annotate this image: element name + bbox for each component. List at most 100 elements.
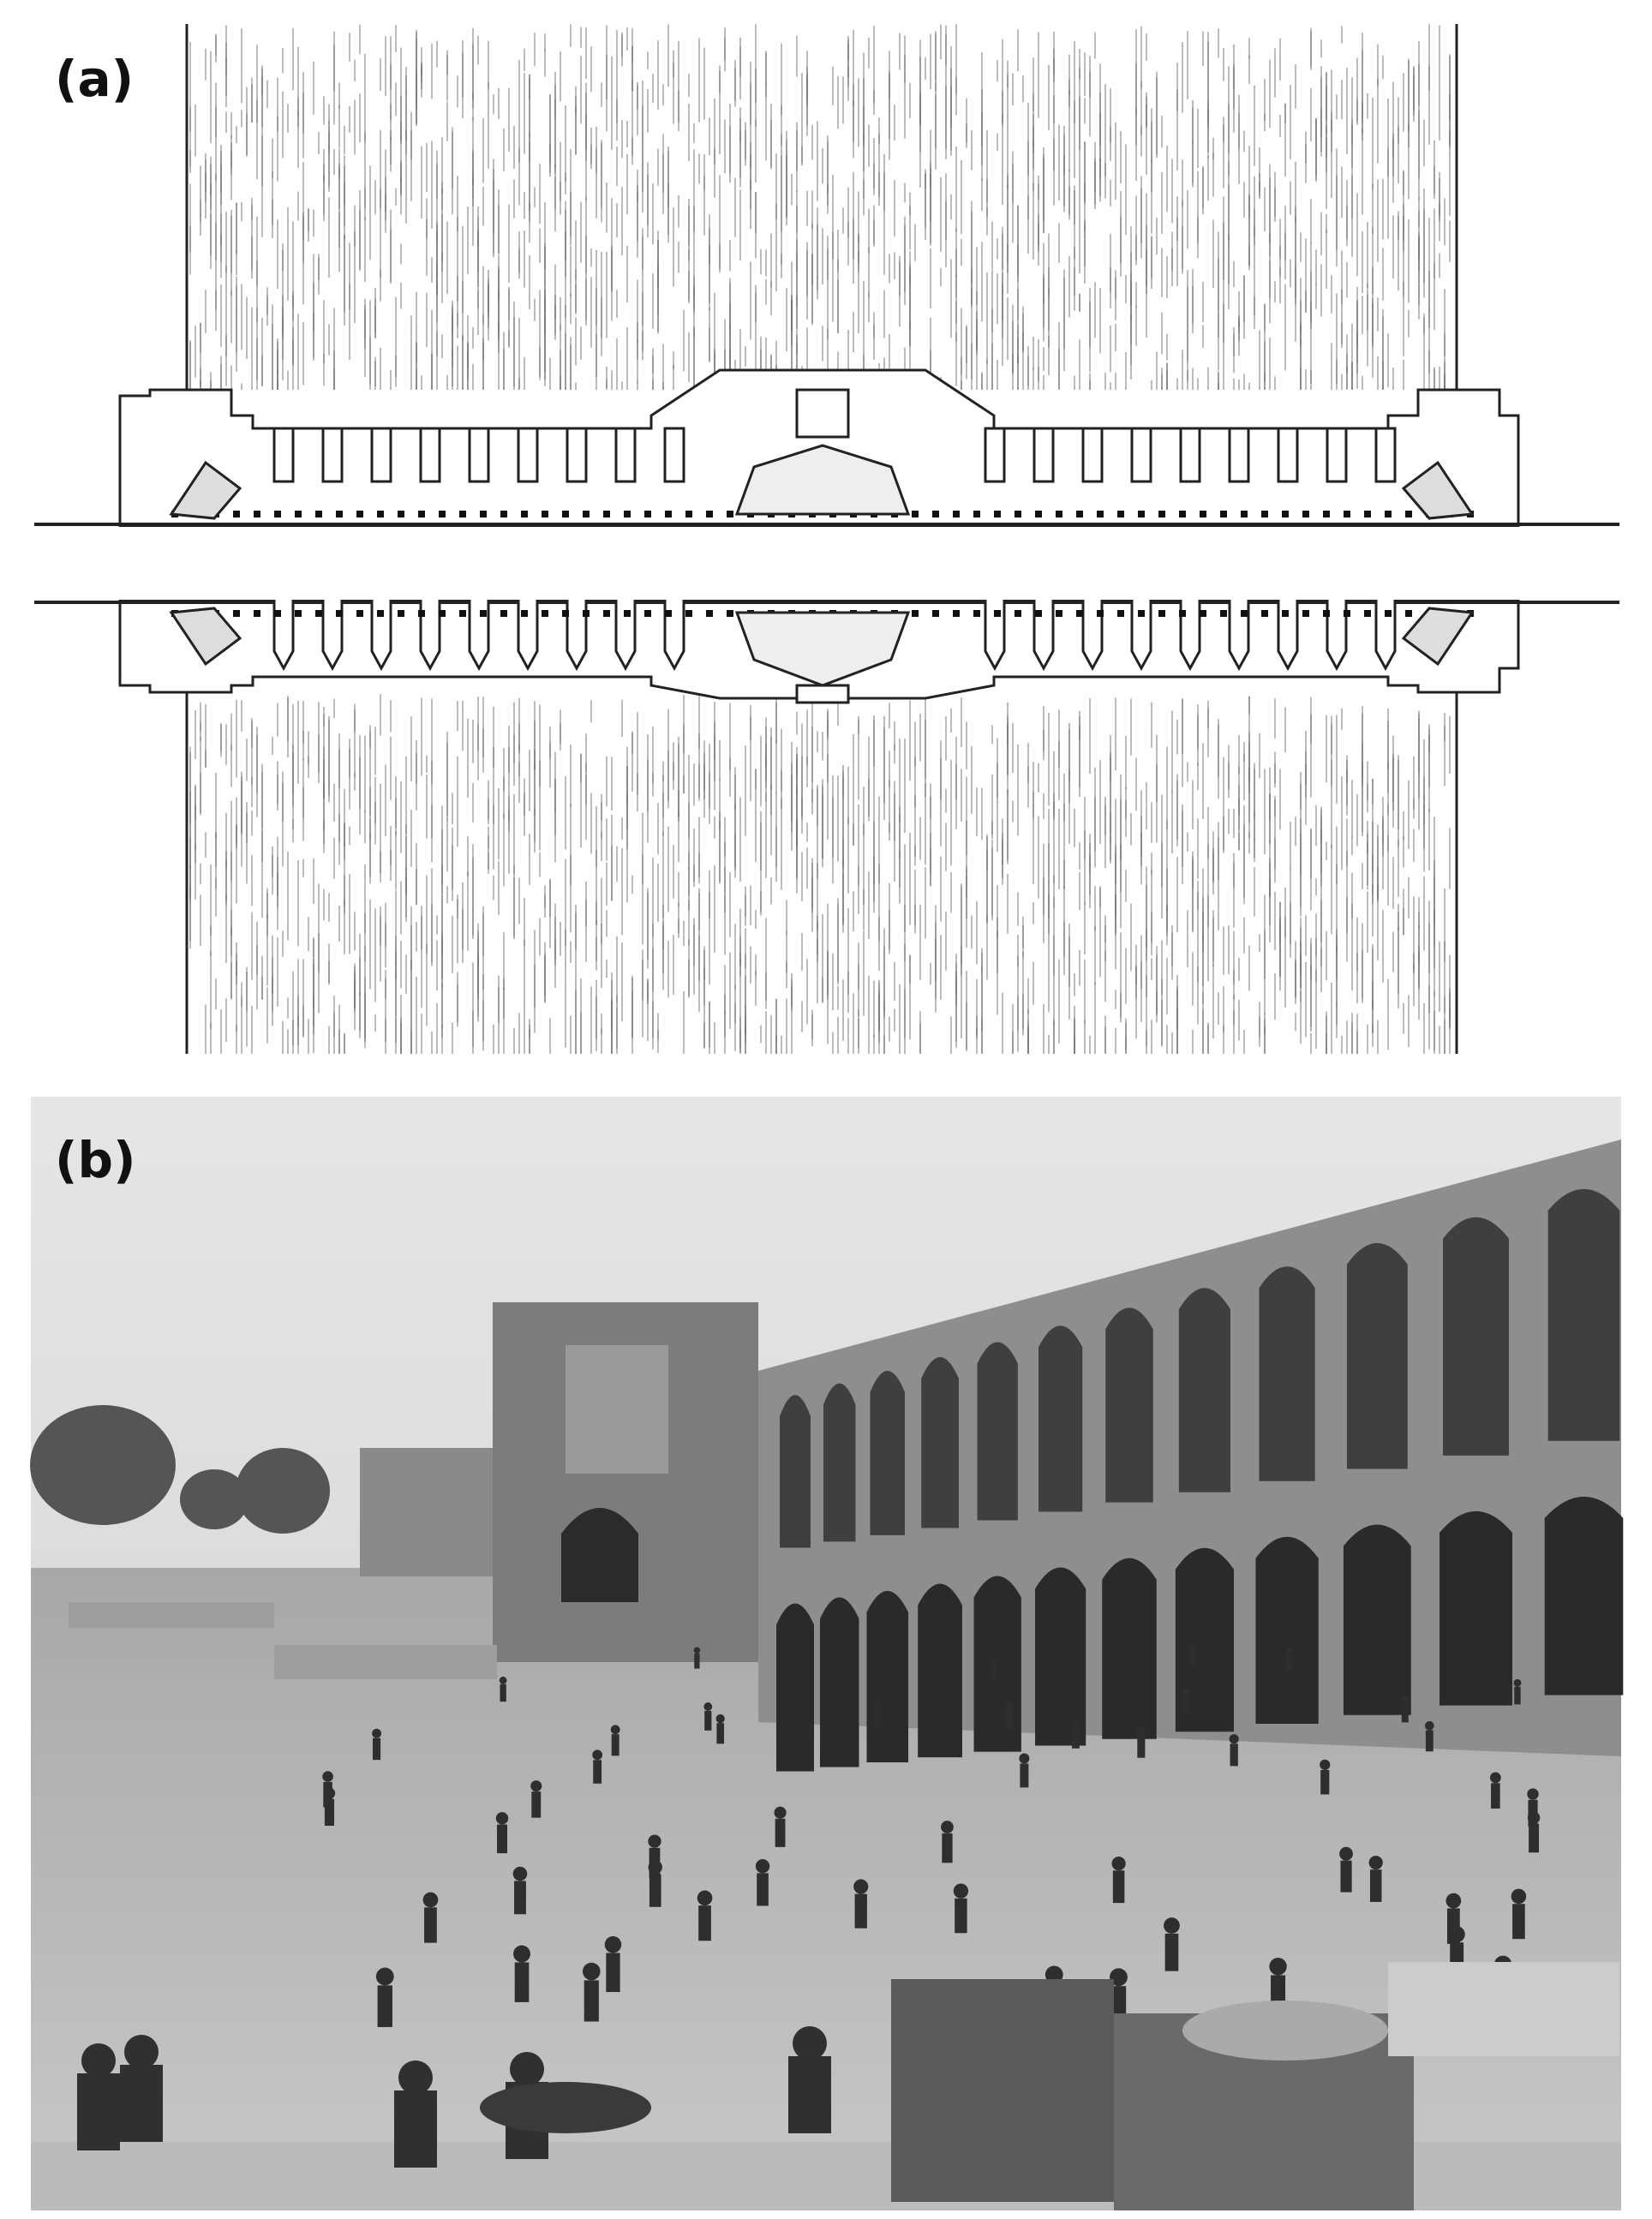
person-figure [873,1707,881,1726]
upper-arch [780,1395,811,1548]
person-head [793,2026,827,2060]
person-head [1401,1695,1410,1704]
column-dot [1015,511,1021,517]
column-dot [500,610,507,617]
column-dot [1179,610,1186,617]
person-figure [531,1791,542,1818]
person-head [398,2060,433,2095]
person-figure [1286,1654,1292,1671]
person-head [1019,1753,1030,1764]
person-figure [991,1664,997,1680]
person-figure [1112,1870,1125,1904]
person-head [697,1890,713,1906]
column-dot [583,610,590,617]
column-dot [1364,610,1371,617]
pier-upstream [614,427,637,483]
person-figure [1369,1869,1382,1902]
person-head [1285,1648,1293,1655]
person-figure [120,2065,163,2142]
upper-arch [1259,1266,1315,1481]
person-figure [77,2073,120,2150]
person-head [853,1879,869,1894]
upper-arch [921,1356,959,1528]
pier-downstream [566,600,588,672]
column-dot [953,610,960,617]
upper-arch [1038,1325,1083,1512]
person-head [1229,1734,1239,1744]
person-head [990,1657,997,1665]
column-dot [994,610,1001,617]
pier-upstream [1277,427,1299,483]
person-head [375,1967,394,1986]
person-figure [694,1653,700,1669]
upper-arch [823,1383,856,1542]
column-dot [1117,610,1124,617]
person-figure [514,1881,526,1915]
person-figure [1072,1727,1080,1749]
person-head [1189,1644,1196,1652]
upper-arch [977,1342,1018,1521]
pier-upstream [321,427,344,483]
column-dot [459,511,466,517]
column-dot [624,610,631,617]
person-head [1110,1968,1128,1987]
column-dot [685,511,692,517]
person-head [774,1806,787,1819]
person-figure [854,1893,867,1929]
person-head [715,1714,725,1724]
bridge-upper-arches [780,1188,1620,1548]
bridge-lower-arches [776,1496,1624,1772]
column-dot [1405,610,1412,617]
column-dot [1220,610,1227,617]
column-dot [706,610,713,617]
person-head [1320,1759,1331,1770]
panel-label-b: (b) [55,1131,136,1189]
column-dot [418,610,425,617]
panel-label-a: (a) [55,50,135,108]
column-dot [500,511,507,517]
column-dot [1158,610,1165,617]
column-dot [521,511,528,517]
bridge-plan-svg [34,24,1619,1054]
person-head [124,2035,159,2069]
person-figure [955,1898,967,1934]
person-figure [698,1905,711,1941]
person-head [703,1702,713,1711]
column-dot [644,511,651,517]
person-figure [1401,1703,1409,1723]
lower-arch [819,1597,859,1767]
person-head [322,1771,333,1782]
panel-b-photograph: (b) [0,1088,1652,2219]
column-dot [315,511,322,517]
person-figure [775,1818,786,1847]
column-dot [1323,511,1330,517]
column-dot [1282,511,1289,517]
person-head [1164,1917,1180,1934]
column-dot [233,511,240,517]
column-dot [418,511,425,517]
column-dot [1056,511,1062,517]
pier-upstream [370,427,392,483]
person-head [953,1883,969,1899]
person-head [1527,1788,1539,1800]
pier-upstream [272,427,295,483]
person-figure [716,1723,725,1744]
person-figure [611,1734,620,1756]
person-figure [514,1962,530,2002]
person-figure [584,1980,599,2022]
column-dot [1138,610,1145,617]
column-dot [603,511,610,517]
pier-downstream [1130,600,1152,672]
upper-arch [1105,1307,1153,1503]
person-figure [704,1710,712,1731]
lower-arch [1255,1536,1319,1724]
pier-upstream [663,427,685,483]
column-dot [1097,511,1104,517]
column-dot [1158,511,1165,517]
column-dot [1261,511,1268,517]
column-dot [1200,511,1206,517]
column-dot [665,610,672,617]
column-dot [254,511,260,517]
person-head [530,1780,542,1792]
column-dot [562,511,569,517]
